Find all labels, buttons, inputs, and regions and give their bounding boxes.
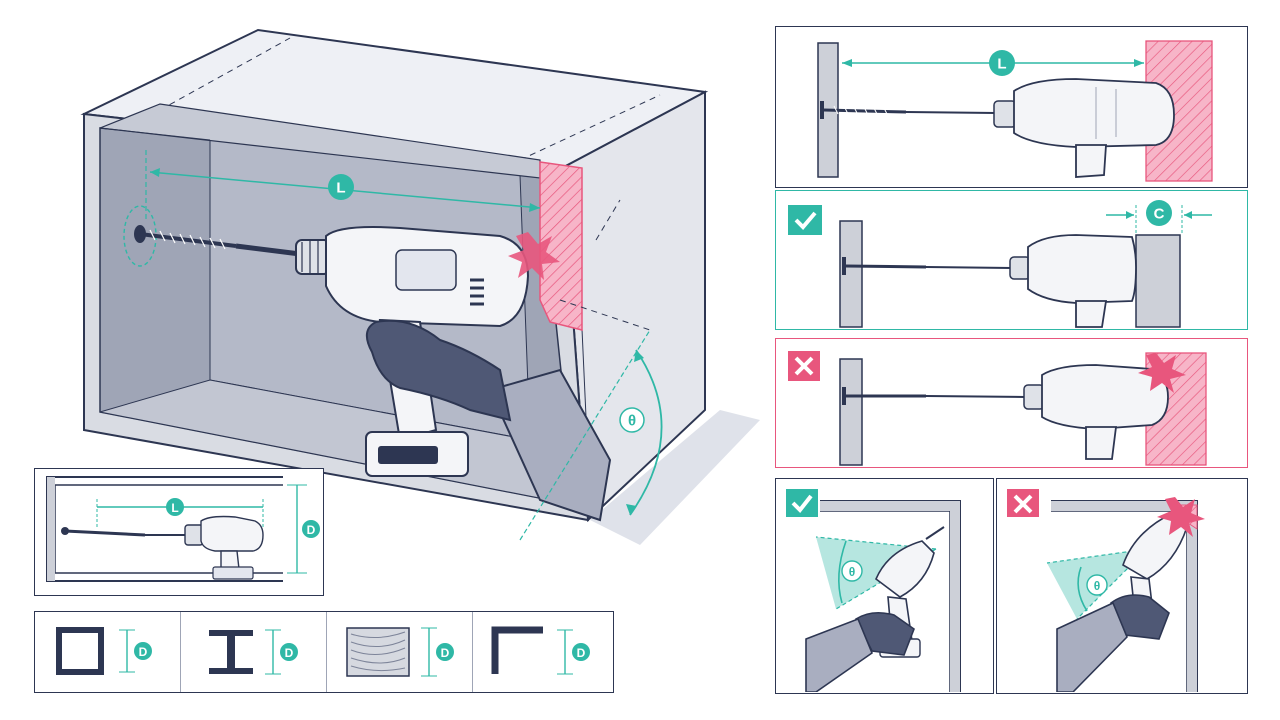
main-drill	[295, 226, 530, 477]
inset-depth-label: D	[307, 523, 316, 537]
profile-angle: D	[473, 612, 618, 692]
clearance-ok-panel: C	[775, 190, 1248, 330]
angle-arc	[629, 349, 663, 516]
screw	[134, 225, 301, 257]
reach-length-badge	[989, 50, 1015, 76]
corner-bad-panel: θ	[996, 478, 1248, 694]
reach-length-panel: L	[775, 26, 1248, 188]
sleeve	[488, 368, 612, 522]
profile-depth-label: D	[139, 645, 148, 659]
obstruction-wall	[539, 161, 583, 331]
clearance-label: C	[1154, 206, 1165, 223]
length-label-badge	[328, 174, 354, 200]
length-label: L	[336, 180, 345, 197]
gloved-hand	[365, 319, 512, 422]
profile-i-beam: D	[181, 612, 327, 692]
corner-ok-panel: θ	[775, 478, 994, 694]
corner-ok-angle-label: θ	[849, 565, 856, 579]
angle-label-badge	[619, 407, 645, 433]
clearance-badge	[1146, 200, 1172, 226]
profile-wood-block: D	[327, 612, 473, 692]
profile-strip: D D D	[34, 611, 614, 693]
reach-length-label: L	[997, 56, 1006, 73]
right-wall	[1135, 234, 1181, 328]
corner-bad-angle-label: θ	[1094, 579, 1101, 593]
collision-drill	[1023, 364, 1169, 460]
gloved-hand	[1110, 594, 1170, 640]
profile-depth-label: D	[285, 646, 294, 660]
collision-bad-panel	[775, 338, 1248, 468]
reach-drill	[993, 78, 1175, 178]
sleeve	[805, 617, 873, 692]
check-icon	[788, 205, 822, 235]
channel-inset-panel: L D	[34, 468, 324, 596]
inset-length-label: L	[171, 501, 178, 515]
angle-label: θ	[628, 413, 636, 430]
profile-square-tube: D	[35, 612, 181, 692]
check-icon	[786, 489, 818, 517]
gloved-hand	[854, 611, 915, 656]
collision-burst-icon	[508, 232, 560, 280]
sleeve	[1056, 601, 1128, 692]
collision-burst-icon	[1157, 497, 1205, 537]
collision-burst-icon	[1138, 353, 1186, 393]
profile-depth-label: D	[577, 646, 586, 660]
inset-drill	[184, 515, 264, 580]
clearance-drill	[1009, 234, 1137, 328]
profile-depth-label: D	[441, 646, 450, 660]
main-cabinet-diagram: L θ	[0, 0, 760, 600]
